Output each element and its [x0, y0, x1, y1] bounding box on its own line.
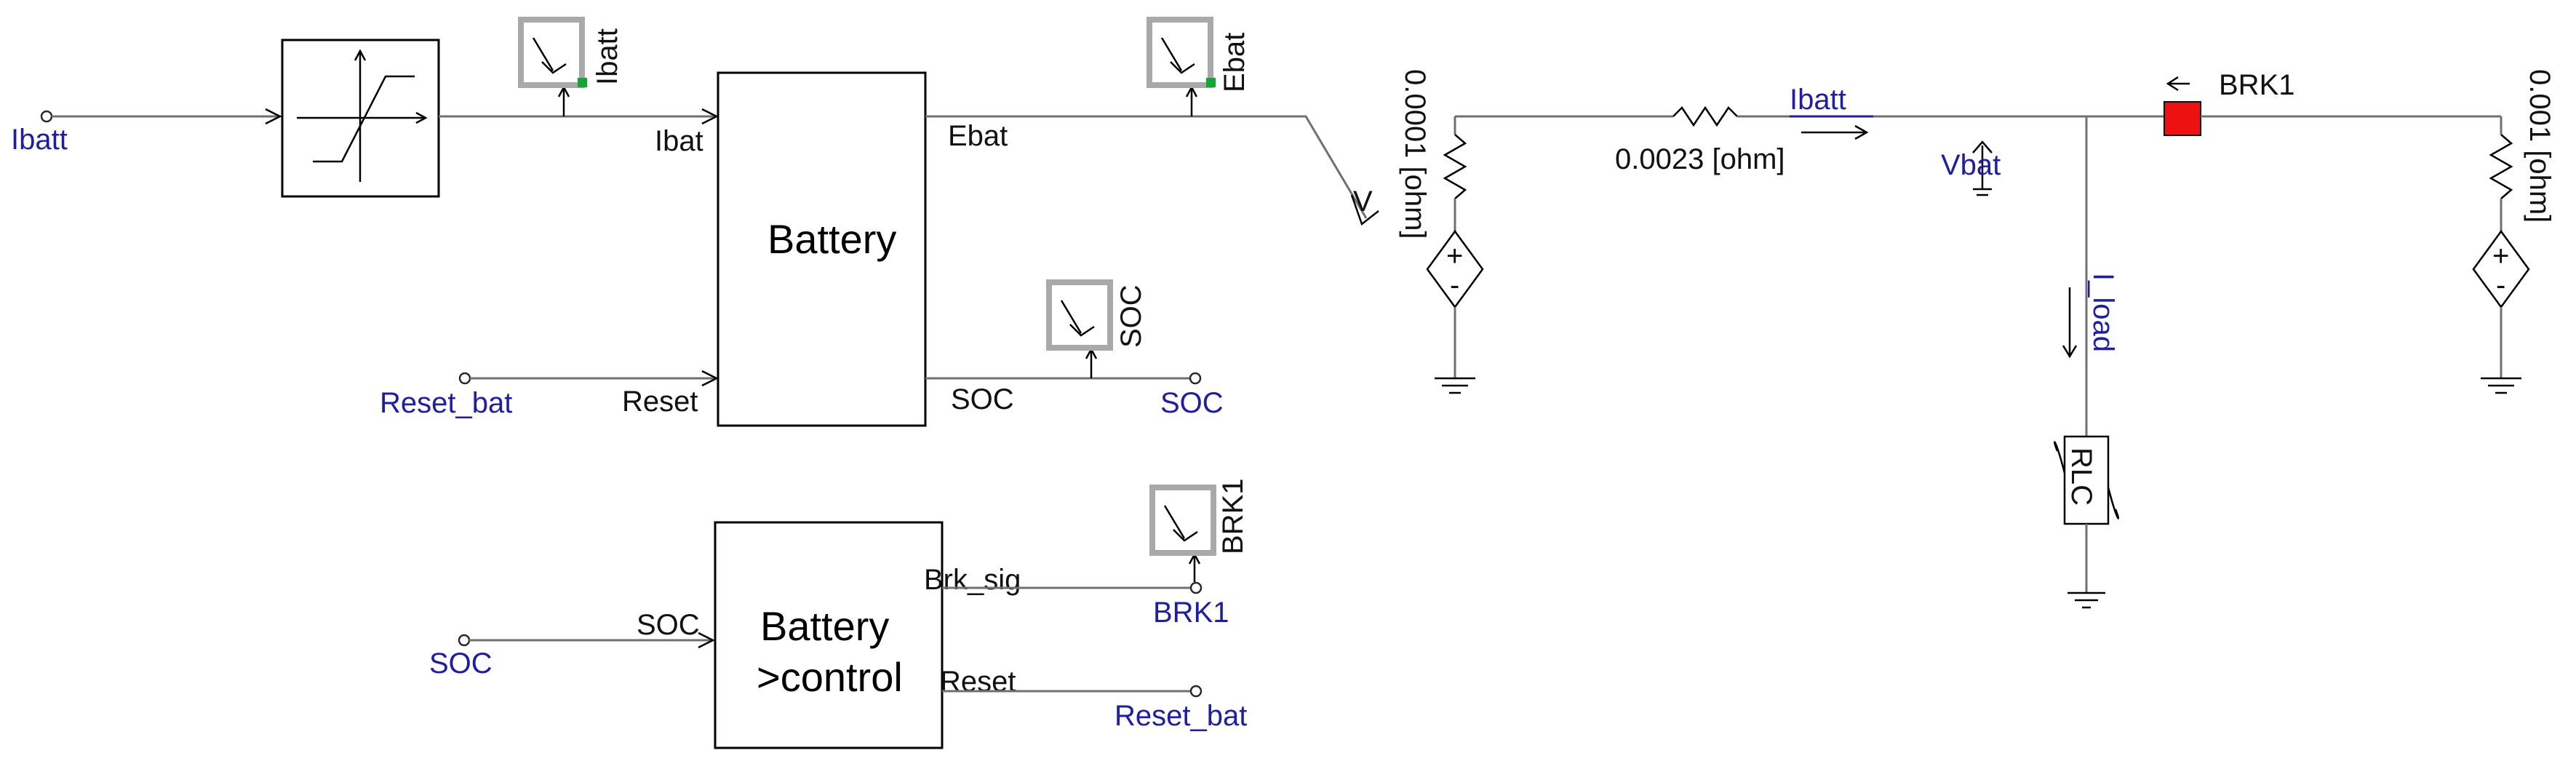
load-current-label: I_load [2087, 273, 2119, 352]
breaker-brk1[interactable] [2164, 101, 2201, 136]
reset-bat-output-label: Reset_bat [1114, 700, 1247, 732]
soc-input-node[interactable] [458, 634, 471, 647]
svg-text:-: - [1450, 269, 1459, 301]
battery-port-reset: Reset [622, 386, 698, 418]
brk1-output-node[interactable] [1189, 581, 1203, 594]
control-port-reset: Reset [940, 666, 1016, 698]
brk1-output-label: BRK1 [1153, 597, 1229, 629]
control-title-line1: Battery [760, 603, 889, 649]
resistor-grid[interactable] [2489, 134, 2513, 199]
control-port-soc: SOC [637, 609, 700, 641]
svg-text:RLC: RLC [2065, 447, 2097, 506]
svg-text:-: - [2496, 269, 2505, 301]
meter-brk1-label: BRK1 [1217, 479, 1249, 555]
meter-soc-label: SOC [1115, 284, 1147, 348]
ibatt-input-node[interactable] [40, 110, 53, 123]
resistor-source-label: 0.0001 [ohm] [1399, 69, 1431, 239]
meter-ibatt-label: Ibatt [591, 28, 623, 85]
resistor-series-label: 0.0023 [ohm] [1615, 143, 1785, 175]
arrowhead [701, 108, 719, 125]
battery-port-ibat: Ibat [655, 125, 703, 157]
meter-soc[interactable]: SOC [1046, 279, 1147, 351]
reset-bat-input-label: Reset_bat [380, 387, 512, 419]
reset-bat-input-node[interactable] [458, 372, 471, 385]
resistor-grid-label: 0.001 [ohm] [2524, 69, 2556, 223]
control-port-brk: Brk_sig [924, 564, 1021, 596]
controlled-voltage-source-battery[interactable]: + - [1426, 229, 1484, 309]
battery-block-title: Battery [767, 216, 896, 262]
voltage-link-v: V [1353, 186, 1373, 218]
svg-text:+: + [1446, 240, 1463, 272]
voltage-link-mark [1350, 194, 1379, 226]
resistor-series[interactable] [1672, 105, 1738, 127]
meter-brk1[interactable]: BRK1 [1149, 479, 1249, 556]
meter-ibatt[interactable]: Ibatt [518, 17, 623, 88]
controlled-voltage-source-grid[interactable]: + - [2472, 229, 2530, 309]
ground-symbol [2067, 591, 2105, 609]
meter-ebat-label: Ebat [1219, 33, 1251, 92]
vbat-voltmeter[interactable] [1972, 140, 1993, 196]
ground-symbol [1435, 377, 1475, 394]
soc-input-label: SOC [429, 648, 493, 680]
vbat-label: Vbat [1941, 149, 2001, 181]
soc-output-label: SOC [1160, 387, 1224, 419]
resistor-source[interactable] [1443, 134, 1467, 199]
current-ibatt-label: Ibatt [1790, 84, 1846, 116]
svg-text:+: + [2492, 240, 2509, 272]
arrowhead [265, 108, 282, 125]
soc-output-node[interactable] [1189, 372, 1202, 385]
battery-port-soc: SOC [951, 383, 1014, 415]
battery-block[interactable]: Battery Ibat Reset Ebat SOC [622, 71, 1014, 427]
control-title-line2: >control [757, 654, 903, 700]
battery-control-block[interactable]: Battery >control SOC Brk_sig Reset [637, 521, 1021, 749]
breaker-label: BRK1 [2219, 69, 2295, 101]
load-rlc[interactable]: RLC [2053, 435, 2120, 525]
ibatt-input-label: Ibatt [11, 124, 68, 156]
limiter-block[interactable] [281, 39, 440, 198]
battery-port-ebat: Ebat [948, 120, 1008, 152]
meter-ebat[interactable]: Ebat [1147, 17, 1251, 92]
wire-ebat [925, 115, 1368, 219]
ground-symbol [2481, 377, 2521, 394]
reset-bat-output-node[interactable] [1189, 685, 1203, 698]
